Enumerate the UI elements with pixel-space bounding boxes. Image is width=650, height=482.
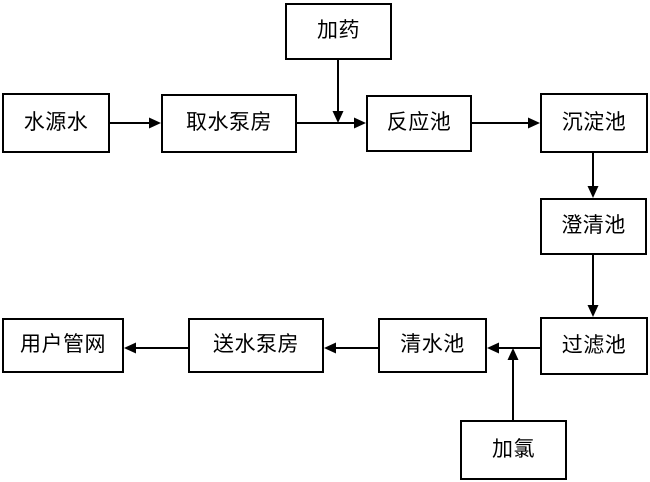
edge-reaction-to-sedimentation <box>472 117 540 129</box>
edge-chlorination-to-clearwell <box>507 348 519 420</box>
node-filter-tank[interactable]: 过滤池 <box>540 317 648 375</box>
node-label: 沉淀池 <box>561 109 627 134</box>
node-label: 用户管网 <box>20 332 106 356</box>
node-user-pipe-network[interactable]: 用户管网 <box>2 318 124 373</box>
node-label: 水源水 <box>23 109 89 134</box>
node-label: 反应池 <box>386 110 452 134</box>
edge-sedimentation-to-clarifier <box>587 153 599 198</box>
edge-filter-to-clearwell <box>487 342 540 354</box>
edge-clarifier-to-filter <box>587 255 599 317</box>
node-supply-pump-house[interactable]: 送水泵房 <box>188 318 324 373</box>
node-chlorination[interactable]: 加氯 <box>460 420 567 480</box>
node-clarifier-tank[interactable]: 澄清池 <box>540 198 647 255</box>
node-label: 加药 <box>317 18 360 42</box>
node-label: 加氯 <box>492 436 535 461</box>
edge-intake-to-reaction <box>297 117 366 129</box>
node-clear-well[interactable]: 清水池 <box>378 318 487 373</box>
node-intake-pump-house[interactable]: 取水泵房 <box>161 94 297 153</box>
node-label: 过滤池 <box>561 332 627 357</box>
node-label: 澄清池 <box>561 213 626 237</box>
node-label: 清水池 <box>400 332 465 356</box>
node-sedimentation-tank[interactable]: 沉淀池 <box>540 93 648 153</box>
node-chemical-dosing[interactable]: 加药 <box>285 3 392 60</box>
node-label: 送水泵房 <box>213 332 299 356</box>
edge-clearwell-to-supply <box>324 342 378 354</box>
node-reaction-tank[interactable]: 反应池 <box>366 95 472 152</box>
edge-supply-to-network <box>124 342 188 354</box>
edge-dosing-to-reaction <box>332 60 344 123</box>
node-label: 取水泵房 <box>186 110 272 134</box>
node-source-water[interactable]: 水源水 <box>2 93 110 153</box>
edge-source-to-intake <box>110 117 161 129</box>
